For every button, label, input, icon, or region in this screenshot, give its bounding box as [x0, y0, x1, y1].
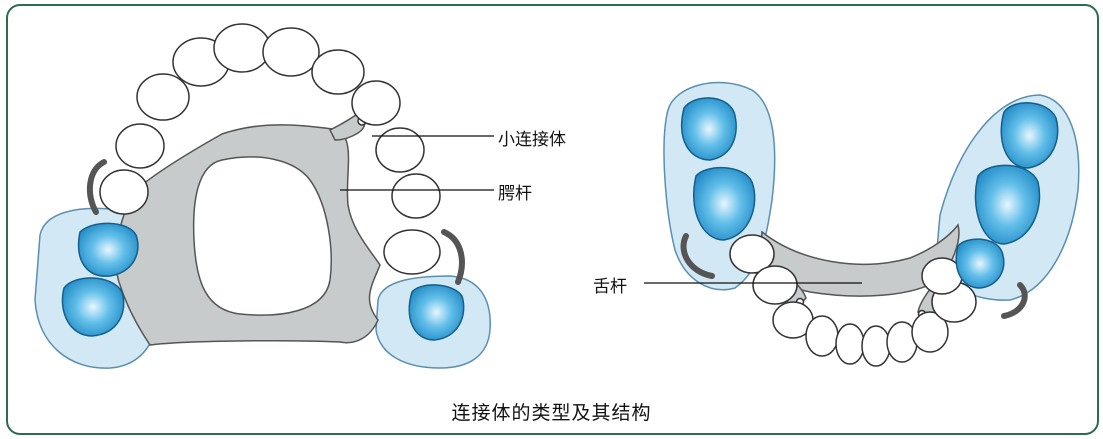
tooth — [805, 315, 839, 357]
maxillary-artificial-teeth — [61, 222, 465, 341]
tooth — [262, 27, 320, 77]
right-clasp-arm — [441, 229, 465, 285]
tooth — [311, 49, 365, 95]
palatal-bar — [115, 124, 381, 346]
tooth — [375, 127, 425, 173]
tooth — [752, 265, 798, 305]
artificial-tooth — [974, 164, 1041, 245]
label-lingual-bar: 舌杆 — [593, 277, 627, 297]
mandibular-natural-teeth — [729, 234, 977, 367]
tooth — [911, 311, 949, 353]
tooth — [213, 23, 271, 73]
tooth — [136, 73, 190, 121]
tooth — [835, 323, 865, 365]
right-clasp-arm — [1001, 282, 1028, 319]
artificial-tooth — [955, 238, 1005, 289]
left-clasp-arm — [86, 159, 107, 215]
label-minor-connector: 小连接体 — [498, 130, 566, 150]
mandibular-arch — [663, 81, 1080, 367]
figure-caption: 连接体的类型及其结构 — [451, 402, 652, 424]
maxillary-natural-teeth — [99, 23, 441, 275]
artificial-tooth — [77, 222, 139, 277]
label-palatal-bar: 腭杆 — [498, 184, 532, 204]
tooth — [351, 80, 401, 126]
mandibular-artificial-teeth — [681, 97, 1059, 289]
artificial-tooth — [408, 284, 465, 341]
left-clasp-arm — [680, 233, 715, 279]
tooth — [383, 229, 441, 275]
tooth — [729, 234, 775, 274]
tooth — [99, 169, 149, 215]
artificial-tooth — [692, 166, 756, 241]
lingual-bar — [759, 223, 960, 297]
artificial-tooth — [681, 97, 737, 161]
tooth — [391, 173, 441, 219]
artificial-tooth — [1000, 102, 1059, 169]
tooth — [115, 123, 165, 169]
tooth — [861, 325, 891, 367]
artificial-tooth — [61, 277, 125, 337]
maxillary-arch — [34, 23, 491, 369]
